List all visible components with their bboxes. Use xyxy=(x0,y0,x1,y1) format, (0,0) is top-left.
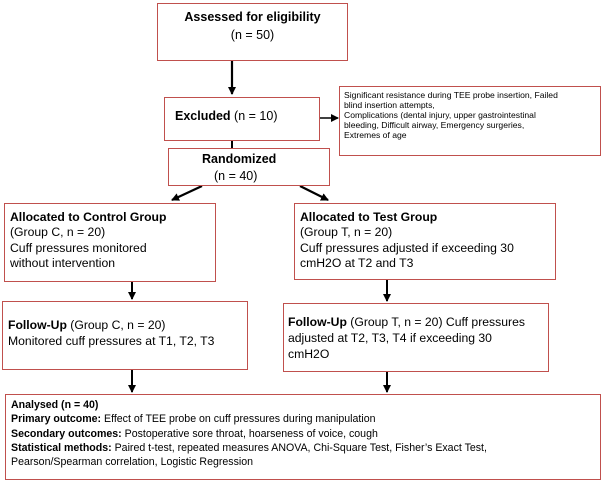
randomized-title: Randomized xyxy=(202,152,277,166)
exclusion-reason-line: Extremes of age xyxy=(344,130,407,141)
control-group-line: without intervention xyxy=(10,255,116,270)
followup-test-detail: cmH2O xyxy=(288,346,330,361)
statistical-methods-label: Statistical methods: xyxy=(11,441,112,454)
analysed-box: Analysed (n = 40) Primary outcome: Effec… xyxy=(5,394,601,480)
test-group-box: Allocated to Test Group (Group T, n = 20… xyxy=(294,203,556,280)
randomized-count: (n = 40) xyxy=(214,169,258,183)
control-group-title: Allocated to Control Group xyxy=(10,210,167,224)
control-group-box: Allocated to Control Group (Group C, n =… xyxy=(4,203,216,282)
test-group-title: Allocated to Test Group xyxy=(300,210,438,224)
test-group-line: Cuff pressures adjusted if exceeding 30 xyxy=(300,240,514,255)
test-group-line: (Group T, n = 20) xyxy=(300,225,393,240)
primary-outcome-text: Effect of TEE probe on cuff pressures du… xyxy=(101,413,376,426)
exclusion-reason-line: bleeding, Difficult airway, Emergency su… xyxy=(344,120,525,131)
randomized-box: Randomized (n = 40) xyxy=(168,148,330,186)
followup-control-detail: Monitored cuff pressures at T1, T2, T3 xyxy=(8,333,215,348)
assessed-box: Assessed for eligibility (n = 50) xyxy=(157,3,348,61)
excluded-box: Excluded (n = 10) xyxy=(164,97,320,141)
arrow-randomized-to-control xyxy=(171,185,203,201)
secondary-outcomes-text: Postoperative sore throat, hoarseness of… xyxy=(121,427,378,440)
primary-outcome-label: Primary outcome: xyxy=(11,413,102,426)
exclusion-reason-line: blind insertion attempts, xyxy=(344,100,435,111)
control-group-line: (Group C, n = 20) xyxy=(10,225,106,240)
secondary-outcomes-label: Secondary outcomes: xyxy=(11,427,122,440)
exclusion-reason-line: Complications (dental injury, upper gast… xyxy=(344,110,536,121)
excluded-title: Excluded xyxy=(175,109,231,123)
assessed-title: Assessed for eligibility xyxy=(184,10,321,24)
followup-control-box: Follow-Up (Group C, n = 20) Monitored cu… xyxy=(2,301,248,370)
followup-test-box: Follow-Up (Group T, n = 20) Cuff pressur… xyxy=(283,303,549,372)
exclusion-reasons-box: Significant resistance during TEE probe … xyxy=(339,86,601,156)
followup-test-label: Follow-Up xyxy=(288,315,347,329)
statistical-methods-text-cont: Pearson/Spearman correlation, Logistic R… xyxy=(11,456,254,469)
followup-control-label: Follow-Up xyxy=(8,318,67,332)
test-group-line: cmH2O at T2 and T3 xyxy=(300,255,414,270)
followup-test-detail: adjusted at T2, T3, T4 if exceeding 30 xyxy=(288,330,492,345)
followup-test-group: (Group T, n = 20) Cuff pressures xyxy=(346,315,525,329)
arrow-randomized-to-test xyxy=(299,185,329,201)
followup-control-group: (Group C, n = 20) xyxy=(66,318,166,332)
assessed-count: (n = 50) xyxy=(230,28,275,42)
statistical-methods-text: Paired t-test, repeated measures ANOVA, … xyxy=(111,441,487,454)
excluded-count: (n = 10) xyxy=(230,109,278,123)
exclusion-reason-line: Significant resistance during TEE probe … xyxy=(344,90,558,100)
control-group-line: Cuff pressures monitored xyxy=(10,240,147,255)
analysed-title: Analysed (n = 40) xyxy=(11,399,99,411)
